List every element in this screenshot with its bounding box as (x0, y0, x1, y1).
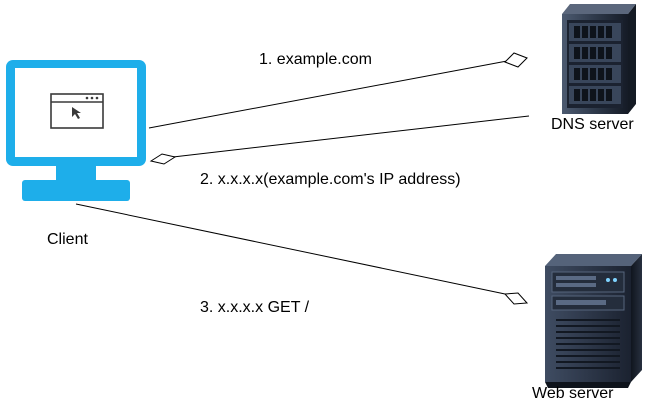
diamond-arrowhead (149, 153, 177, 165)
browser-window-icon (50, 93, 104, 129)
web-server-label: Web server (532, 385, 614, 402)
step-2-label: 2. x.x.x.x(example.com's IP address) (200, 171, 461, 188)
rack-server-icon (562, 4, 636, 114)
tower-server-icon (545, 254, 642, 388)
diamond-arrowhead (504, 52, 528, 68)
rack-vents (574, 26, 612, 101)
step-1-label: 1. example.com (259, 51, 372, 68)
desktop-monitor-icon (6, 60, 146, 201)
connector-request-web (75, 203, 529, 305)
mouse-cursor-icon (72, 107, 81, 119)
client-label: Client (47, 231, 88, 248)
dns-server-label: DNS server (551, 116, 634, 133)
step-3-label: 3. x.x.x.x GET / (200, 299, 310, 316)
diamond-arrowhead (503, 292, 529, 305)
tower-vents (556, 319, 620, 369)
connector-response-dns (149, 115, 530, 165)
connector-request-dns (148, 52, 528, 129)
